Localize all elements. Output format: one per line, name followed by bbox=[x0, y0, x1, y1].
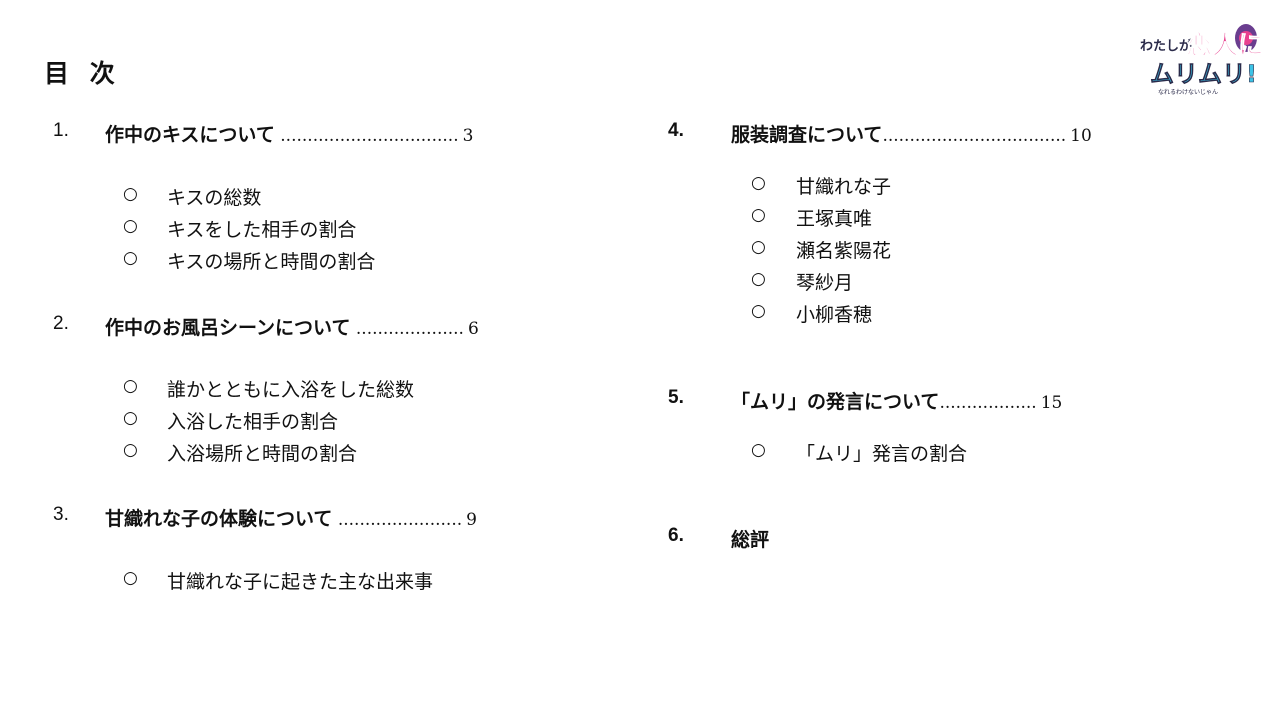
bullet-icon: ○ bbox=[123, 248, 138, 268]
section-title-text: 作中のキスについて bbox=[105, 124, 275, 146]
logo-small: なれるわけないじゃん bbox=[1158, 89, 1218, 96]
section-title: 作中のキスについて ..............................… bbox=[105, 120, 473, 147]
section-number: 2. bbox=[53, 313, 69, 334]
page-number: 3 bbox=[462, 126, 474, 146]
bullet-icon: ○ bbox=[123, 216, 138, 236]
section-number: 6. bbox=[668, 525, 684, 546]
page-number: 15 bbox=[1040, 393, 1063, 413]
subitem-label: 誰かとともに入浴をした総数 bbox=[167, 379, 415, 401]
subitem-label: 甘織れな子 bbox=[796, 176, 892, 198]
section-number: 3. bbox=[53, 504, 69, 525]
bullet-icon: ○ bbox=[751, 173, 766, 193]
subitem-label: 「ムリ」発言の割合 bbox=[796, 443, 968, 465]
section-number: 1. bbox=[53, 120, 69, 141]
logo-line1: わたしが bbox=[1140, 38, 1192, 54]
subitem-label: キスの総数 bbox=[167, 187, 262, 209]
page-title: 目 次 bbox=[44, 59, 121, 88]
section-title-text: 甘織れな子の体験について bbox=[105, 508, 333, 530]
bullet-icon: ○ bbox=[123, 408, 138, 428]
section-title-text: 作中のお風呂シーンについて bbox=[105, 317, 351, 339]
page-number: 9 bbox=[466, 510, 477, 530]
section-title: 総評 bbox=[731, 525, 769, 552]
bullet-icon: ○ bbox=[751, 269, 766, 289]
bullet-icon: ○ bbox=[123, 184, 138, 204]
subitem-label: 甘織れな子に起きた主な出来事 bbox=[167, 571, 434, 593]
subitem-label: 入浴した相手の割合 bbox=[167, 411, 339, 433]
page-number: 6 bbox=[467, 319, 479, 339]
bullet-icon: ○ bbox=[751, 440, 766, 460]
section-title-text: 「ムリ」の発言について bbox=[731, 391, 940, 413]
logo-line1b: 恋人に bbox=[1186, 30, 1264, 61]
bullet-icon: ○ bbox=[751, 237, 766, 257]
section-number: 5. bbox=[668, 387, 684, 408]
subitem-label: 瀬名紫陽花 bbox=[796, 240, 892, 262]
toc-leader-dots: .................. bbox=[939, 393, 1037, 413]
section-title: 「ムリ」の発言について..................15 bbox=[731, 387, 1062, 414]
page-number: 10 bbox=[1070, 126, 1092, 146]
section-title-text: 服装調査について bbox=[731, 124, 883, 146]
toc-leader-dots: .................... bbox=[350, 319, 464, 339]
subitem-label: キスをした相手の割合 bbox=[167, 219, 357, 241]
section-title-text: 総評 bbox=[731, 529, 770, 551]
bullet-icon: ○ bbox=[751, 301, 766, 321]
subitem-label: 小柳香穂 bbox=[796, 304, 873, 326]
subitem-label: 琴紗月 bbox=[796, 272, 854, 294]
title-logo: わたしが 恋人に ムリムリ! なれるわけないじゃん bbox=[1138, 20, 1264, 102]
toc-leader-dots: ....................... bbox=[332, 510, 463, 530]
subitem-label: 入浴場所と時間の割合 bbox=[167, 443, 358, 465]
bullet-icon: ○ bbox=[123, 376, 138, 396]
toc-leader-dots: .................................. bbox=[882, 126, 1067, 146]
toc-leader-dots: ................................. bbox=[274, 126, 459, 146]
logo-line2: ムリムリ! bbox=[1150, 60, 1257, 88]
section-title: 作中のお風呂シーンについて ....................6 bbox=[105, 313, 479, 340]
section-title: 甘織れな子の体験について .......................9 bbox=[105, 504, 477, 531]
section-title: 服装調査について................................… bbox=[731, 120, 1092, 147]
subitem-label: キスの場所と時間の割合 bbox=[167, 251, 376, 273]
bullet-icon: ○ bbox=[123, 440, 138, 460]
bullet-icon: ○ bbox=[123, 568, 138, 588]
section-number: 4. bbox=[668, 120, 684, 141]
bullet-icon: ○ bbox=[751, 205, 766, 225]
subitem-label: 王塚真唯 bbox=[796, 208, 873, 230]
